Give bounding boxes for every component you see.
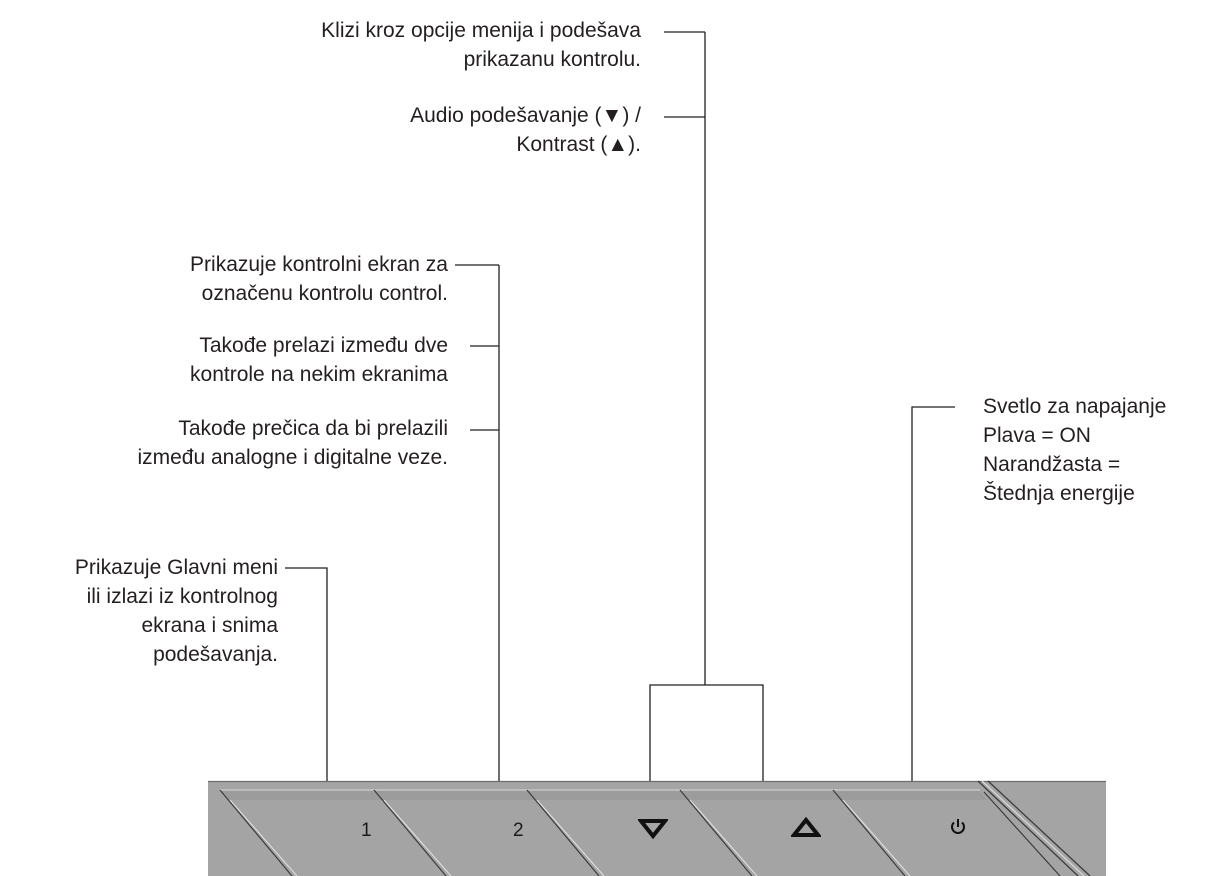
callout-audio: Audio podešavanje (▼) / Kontrast (▲). [410, 101, 641, 159]
button-2-label: 2 [513, 820, 524, 841]
leader-arrows-bracket [649, 684, 764, 781]
callout-audio-line-2: Kontrast (▲). [516, 133, 641, 156]
callout-shortcut-line-1: Takođe prečica da bi prelazili [178, 417, 448, 440]
callout-power-light-line-4: Štednja energije [983, 482, 1135, 505]
callout-scroll: Klizi kroz opcije menija i podešava prik… [321, 16, 641, 74]
callout-scroll-line-2: prikazanu kontrolu. [463, 48, 641, 71]
triangle-down-icon[interactable] [638, 817, 668, 841]
button-2[interactable]: 2 [513, 820, 524, 842]
callout-audio-line-1: Audio podešavanje (▼) / [410, 104, 641, 127]
callout-main-menu: Prikazuje Glavni meni ili izlazi iz kont… [75, 553, 278, 669]
callout-main-menu-line-3: ekrana i snima [141, 614, 278, 637]
button-1[interactable]: 1 [361, 820, 372, 842]
button-1-label: 1 [361, 820, 372, 841]
callout-power-light-line-2: Plava = ON [983, 424, 1091, 447]
callout-show-control: Prikazuje kontrolni ekran za označenu ko… [190, 250, 448, 308]
callout-shortcut: Takođe prečica da bi prelazili između an… [137, 414, 448, 472]
callout-power-light-line-3: Narandžasta = [983, 453, 1121, 476]
callout-scroll-line-1: Klizi kroz opcije menija i podešava [321, 19, 641, 42]
callout-power-light: Svetlo za napajanje Plava = ON Narandžas… [983, 392, 1166, 508]
callout-main-menu-line-2: ili izlazi iz kontrolnog [86, 585, 278, 608]
callout-toggle: Takođe prelazi između dve kontrole na ne… [190, 331, 448, 389]
callout-main-menu-line-1: Prikazuje Glavni meni [74, 556, 278, 579]
callout-main-menu-line-4: podešavanja. [153, 643, 278, 666]
leader-power [911, 406, 955, 781]
callout-shortcut-line-2: između analogne i digitalne veze. [137, 446, 448, 469]
callout-toggle-line-1: Takođe prelazi između dve [199, 334, 448, 357]
power-icon[interactable] [948, 817, 968, 837]
leader-button-1 [285, 567, 328, 781]
callout-power-light-line-1: Svetlo za napajanje [983, 395, 1167, 418]
callout-show-control-line-2: označenu kontrolu control. [201, 282, 448, 305]
triangle-up-icon[interactable] [791, 815, 821, 839]
callout-show-control-line-1: Prikazuje kontrolni ekran za [190, 253, 448, 276]
callout-toggle-line-2: kontrole na nekim ekranima [190, 363, 448, 386]
